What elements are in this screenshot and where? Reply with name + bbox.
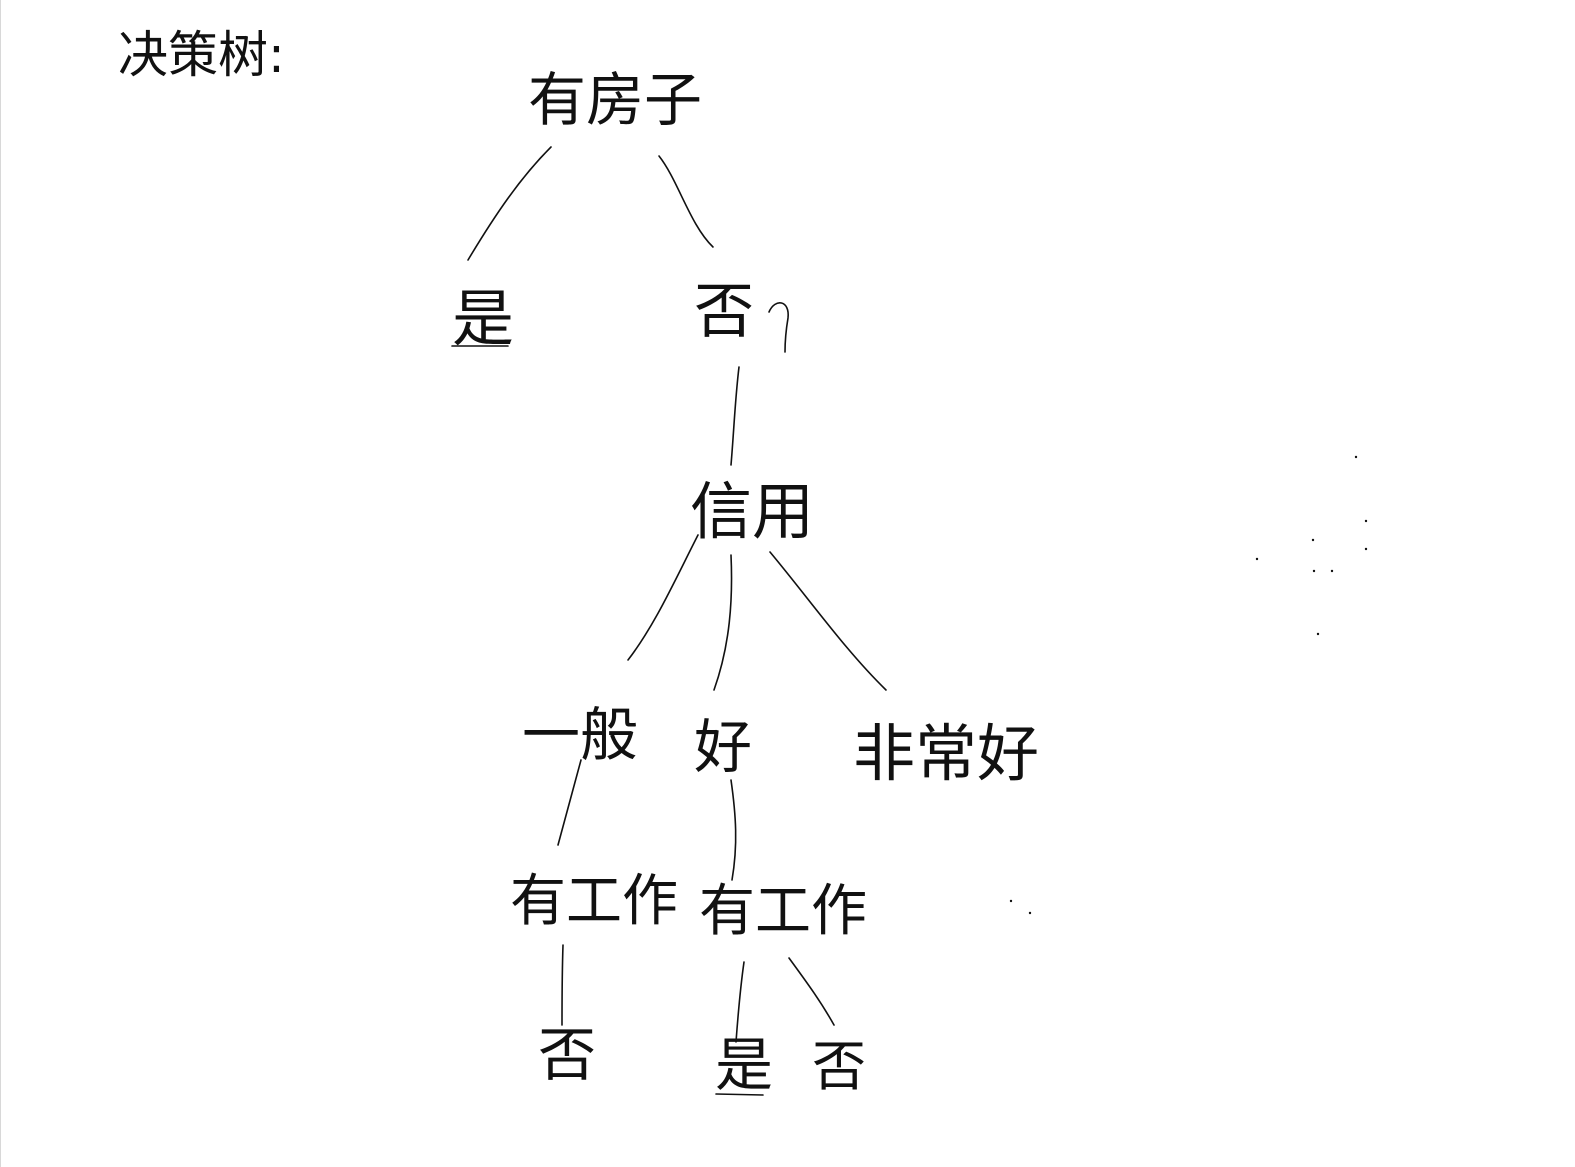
- leaf-good-yes-underline: [715, 1093, 764, 1096]
- node-leaf-good-no: 否: [812, 1035, 866, 1098]
- edge-job-good-to-yes: [735, 961, 745, 1043]
- node-credit: 信用: [690, 475, 814, 548]
- node-yes-leaf: 是: [452, 282, 514, 355]
- node-leaf-general-no: 否: [538, 1021, 596, 1089]
- ink-speck: [1330, 569, 1334, 573]
- ink-speck: [1364, 519, 1368, 523]
- ink-speck: [1311, 538, 1315, 542]
- nodes: 有房子 是 否 信用 一般 好 非常好 有工作 有工作 否 是 否: [451, 66, 1039, 1099]
- diagram-title: 决策树:: [118, 26, 285, 84]
- edges: [467, 146, 887, 1043]
- edge-general-to-job: [557, 759, 582, 846]
- ink-speck: [1354, 455, 1358, 459]
- ink-speck: [1009, 899, 1013, 903]
- node-leaf-good-yes: 是: [715, 1031, 773, 1099]
- no-branch-stroke: [768, 302, 789, 353]
- node-root: 有房子: [528, 66, 702, 134]
- edge-credit-to-general: [627, 534, 699, 661]
- ink-speck: [1316, 632, 1320, 636]
- edge-job-good-to-no: [788, 957, 835, 1026]
- ink-speck: [1255, 557, 1259, 561]
- edge-credit-to-very-good: [769, 551, 887, 691]
- edge-no-to-credit: [730, 366, 740, 466]
- edge-job-general-to-no: [561, 944, 564, 1026]
- edge-good-to-job: [730, 779, 737, 881]
- page-left-edge: [0, 0, 1, 1167]
- edge-root-to-yes: [467, 146, 552, 261]
- ink-speck: [1312, 569, 1316, 573]
- node-credit-good: 好: [694, 713, 752, 781]
- node-no-branch: 否: [694, 277, 754, 347]
- edge-root-to-no: [658, 155, 714, 248]
- node-job-general: 有工作: [510, 869, 678, 934]
- ink-specks: [1009, 455, 1368, 915]
- ink-speck: [1364, 547, 1368, 551]
- ink-speck: [1028, 911, 1032, 915]
- node-job-good: 有工作: [699, 879, 867, 944]
- edge-credit-to-good: [713, 554, 733, 691]
- node-credit-general: 一般: [522, 701, 638, 769]
- node-credit-very-good: 非常好: [853, 717, 1039, 790]
